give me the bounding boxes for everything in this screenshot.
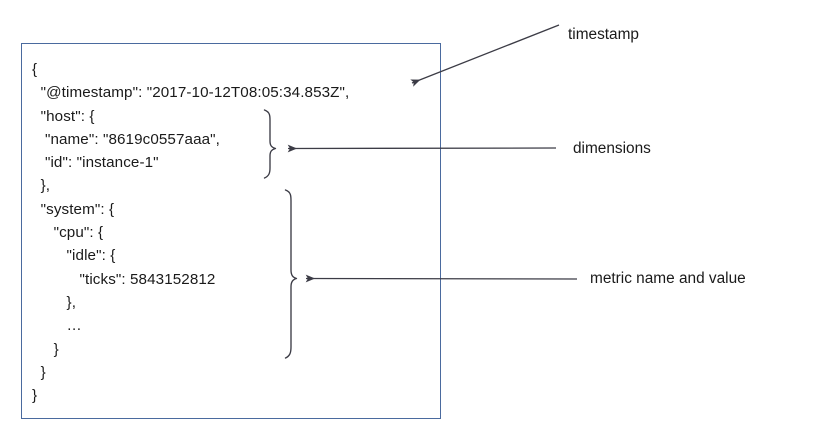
annotation-label-metric: metric name and value [590, 270, 746, 287]
annotation-label-timestamp: timestamp [568, 26, 639, 43]
json-document-code: { "@timestamp": "2017-10-12T08:05:34.853… [32, 61, 350, 405]
json-document-box: { "@timestamp": "2017-10-12T08:05:34.853… [21, 43, 441, 419]
annotation-label-dimensions: dimensions [573, 140, 651, 157]
